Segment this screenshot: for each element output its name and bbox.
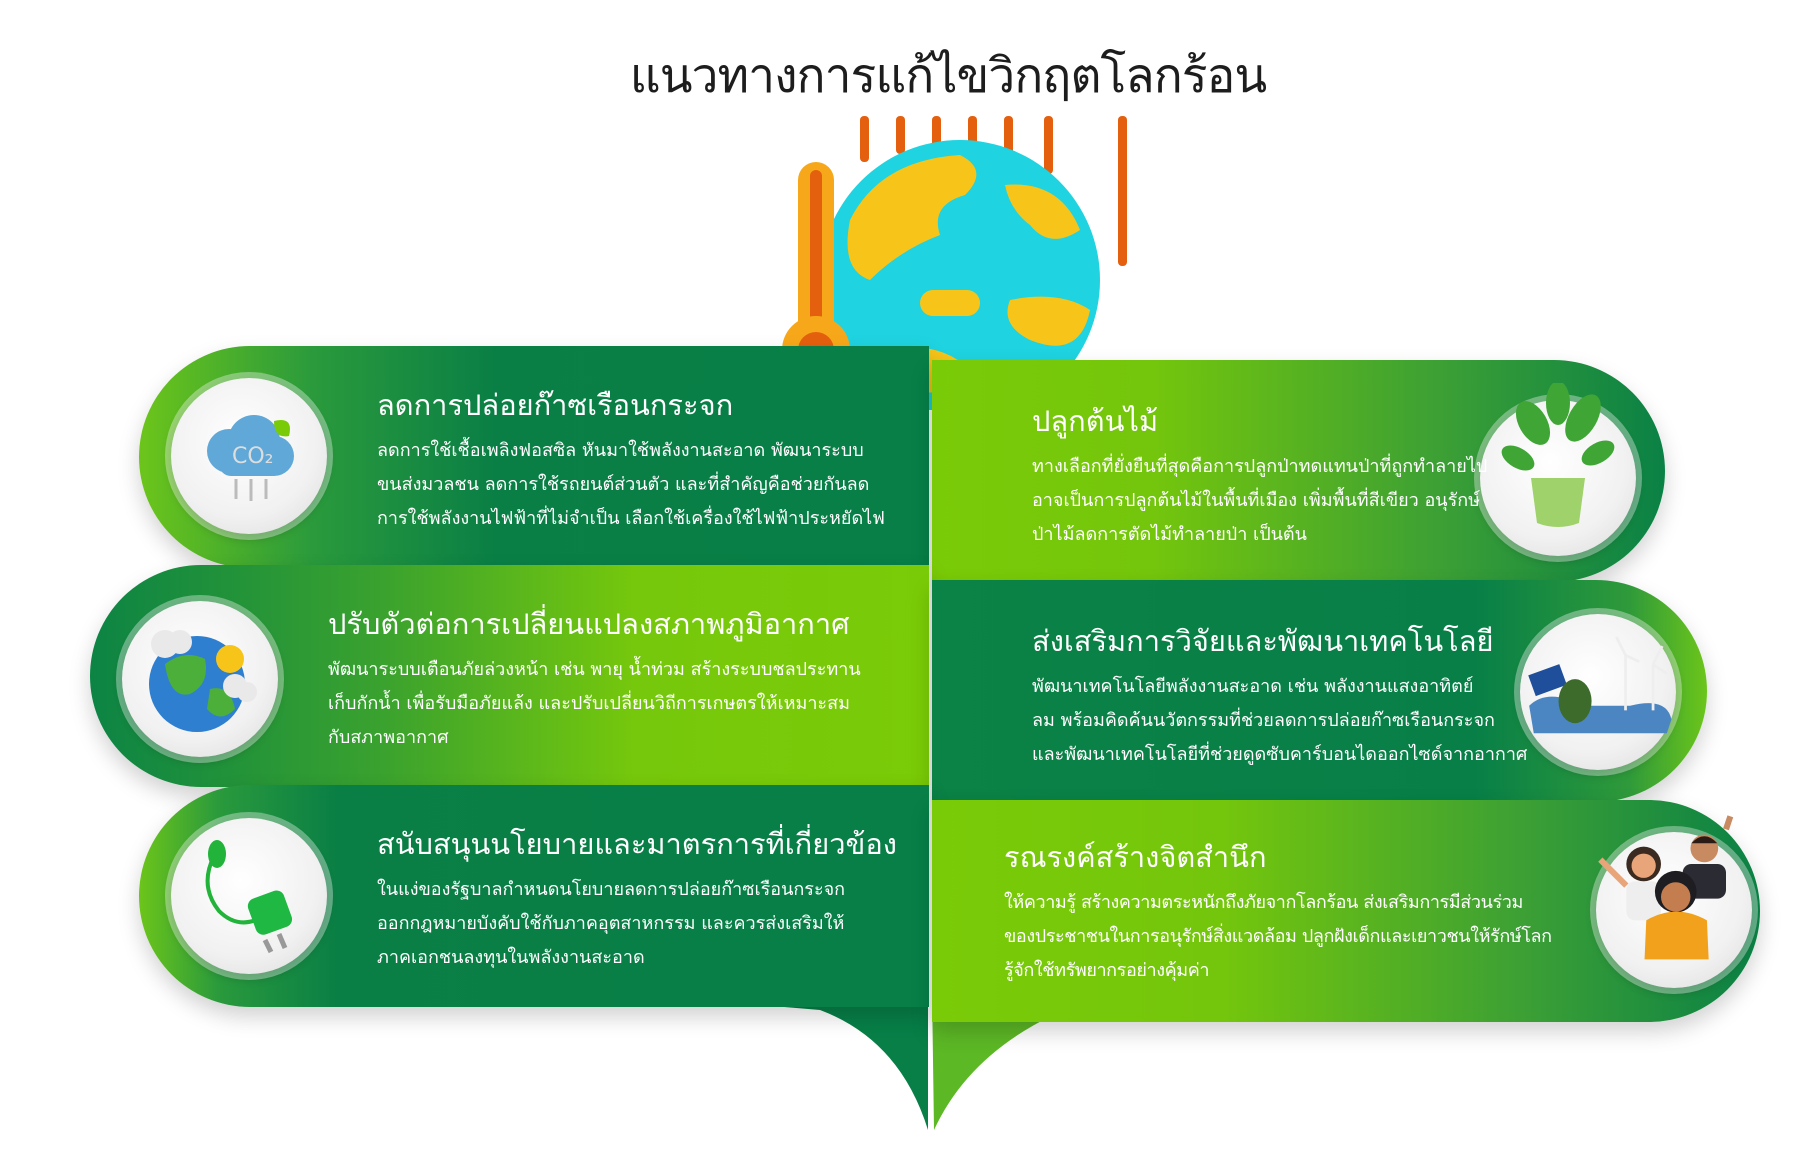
card-text-line: ให้ความรู้ สร้างความตระหนักถึงภัยจากโลกร…	[1004, 892, 1523, 913]
card-text-line: ขนส่งมวลชน ลดการใช้รถยนต์ส่วนตัว และที่ส…	[377, 474, 870, 495]
card-support-policy: สนับสนุนนโยบายและมาตรการที่เกี่ยวข้อง ใน…	[139, 785, 929, 1007]
card-text-line: การใช้พลังงานไฟฟ้าที่ไม่จำเป็น เลือกใช้เ…	[377, 508, 885, 529]
card-text-line: ในแง่ของรัฐบาลกำหนดนโยบายลดการปล่อยก๊าซเ…	[377, 879, 846, 900]
card-text-line: พัฒนาระบบเตือนภัยล่วงหน้า เช่น พายุ น้ำท…	[328, 659, 861, 680]
card-text-line: อาจเป็นการปลูกต้นไม้ในพื้นที่เมือง เพิ่ม…	[1032, 490, 1481, 511]
globe-thermometer-icon	[782, 116, 1127, 410]
card-awareness-campaign: รณรงค์สร้างจิตสำนึก ให้ความรู้ สร้างความ…	[932, 800, 1760, 1022]
card-text-line: ทางเลือกที่ยั่งยืนที่สุดคือการปลูกป่าทดแ…	[1032, 456, 1488, 477]
card-research-technology: ส่งเสริมการวิจัยและพัฒนาเทคโนโลยี พัฒนาเ…	[932, 580, 1707, 802]
card-text-line: กับสภาพอากาศ	[328, 727, 449, 748]
card-text-line: ของประชาชนในการอนุรักษ์สิ่งแวดล้อม ปลูกฝ…	[1004, 926, 1552, 947]
card-title: สนับสนุนนโยบายและมาตรการที่เกี่ยวข้อง	[377, 827, 897, 861]
card-title: รณรงค์สร้างจิตสำนึก	[1004, 840, 1267, 874]
card-title: ปรับตัวต่อการเปลี่ยนแปลงสภาพภูมิอากาศ	[328, 607, 850, 641]
card-text-line: ป่าไม้ลดการตัดไม้ทำลายป่า เป็นต้น	[1032, 524, 1307, 545]
svg-text:CO₂: CO₂	[232, 444, 274, 469]
card-title: ส่งเสริมการวิจัยและพัฒนาเทคโนโลยี	[1032, 624, 1494, 658]
card-text-line: ภาคเอกชนลงทุนในพลังงานสะอาด	[377, 947, 645, 968]
right-speech-tail	[932, 990, 1120, 1130]
page-title: แนวทางการแก้ไขวิกฤตโลกร้อน	[629, 48, 1267, 104]
card-climate-adaptation: ปรับตัวต่อการเปลี่ยนแปลงสภาพภูมิอากาศ พั…	[90, 565, 929, 787]
people-group-icon	[1596, 815, 1752, 988]
card-text-line: เก็บกักน้ำ เพื่อรับมือภัยแล้ง และปรับเปล…	[328, 693, 850, 714]
card-reduce-greenhouse-gas: CO₂ ลดการปล่อยก๊าซเรือนกระจก ลดการใช้เชื…	[139, 346, 929, 568]
card-text-line: ลม พร้อมคิดค้นนวัตกรรมที่ช่วยลดการปล่อยก…	[1032, 710, 1495, 731]
left-speech-tail	[700, 1000, 928, 1130]
card-text-line: พัฒนาเทคโนโลยีพลังงานสะอาด เช่น พลังงานแ…	[1032, 676, 1474, 697]
card-text-line: รู้จักใช้ทรัพยากรอย่างคุ้มค่า	[1004, 960, 1210, 981]
green-plug-icon	[171, 818, 327, 974]
card-text-line: และพัฒนาเทคโนโลยีที่ช่วยดูดซับคาร์บอนไดอ…	[1032, 744, 1528, 765]
renewable-energy-icon	[1520, 614, 1676, 770]
earth-weather-icon	[122, 601, 278, 757]
card-title: ลดการปล่อยก๊าซเรือนกระจก	[377, 388, 734, 422]
potted-plant-icon	[1480, 383, 1636, 556]
card-text-line: ลดการใช้เชื้อเพลิงฟอสซิล หันมาใช้พลังงาน…	[377, 440, 864, 461]
card-title: ปลูกต้นไม้	[1032, 404, 1159, 438]
card-text-line: ออกกฎหมายบังคับใช้กับภาคอุตสาหกรรม และคว…	[377, 913, 845, 934]
co2-cloud-icon: CO₂	[171, 378, 327, 534]
card-plant-trees: ปลูกต้นไม้ ทางเลือกที่ยั่งยืนที่สุดคือกา…	[932, 360, 1665, 582]
